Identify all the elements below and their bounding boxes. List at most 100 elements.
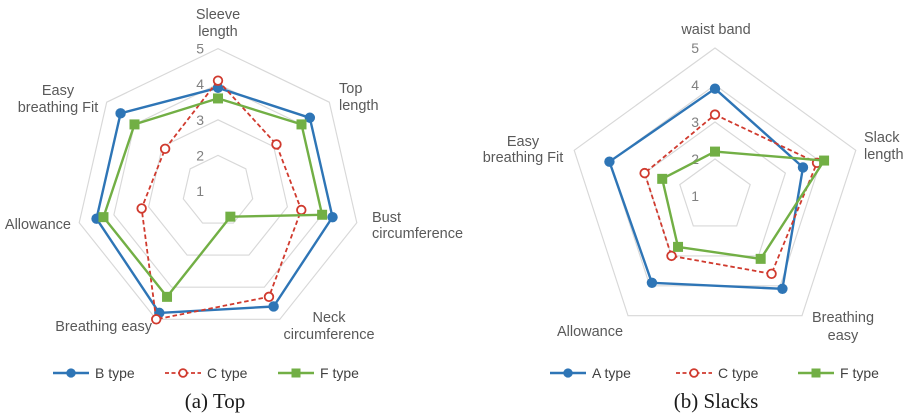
tick-label: 5 xyxy=(196,41,204,57)
data-point-marker xyxy=(766,268,777,280)
data-point-marker xyxy=(98,212,109,223)
data-point-marker xyxy=(646,277,658,289)
data-point-marker xyxy=(291,368,301,378)
data-point-marker xyxy=(136,203,147,214)
axis-label: Allowance xyxy=(5,217,71,233)
axis-label: easy xyxy=(828,328,859,344)
axis-label: breathing Fit xyxy=(483,150,564,166)
c-type-dashed-marker-icon xyxy=(676,368,712,378)
data-point-marker xyxy=(263,291,275,303)
axis-label: Neck xyxy=(312,310,346,326)
legend-label: F type xyxy=(320,365,359,381)
series-b-type xyxy=(91,82,338,319)
data-point-marker xyxy=(178,368,188,378)
data-point-marker xyxy=(811,368,821,378)
data-point-marker xyxy=(709,83,721,94)
series-line xyxy=(95,86,334,315)
tick-label: 5 xyxy=(691,40,699,56)
value-axis-tick-labels: 1 2 3 4 5 xyxy=(691,40,699,204)
axis-labels: waist bandSlacklengthBreathingeasyAllowa… xyxy=(483,22,904,344)
grid-ring xyxy=(643,121,787,257)
legend-item-f-type-slacks: F type xyxy=(797,363,879,383)
radar-chart-top: 12345SleevelengthToplengthBustcircumfere… xyxy=(5,7,463,343)
caption-top: (a) Top xyxy=(184,389,246,413)
axis-label: Sleeve xyxy=(196,7,240,23)
axis-label: Easy xyxy=(42,83,75,99)
series-line xyxy=(661,150,826,261)
data-point-marker xyxy=(151,314,162,325)
axis-label: Allowance xyxy=(557,324,623,340)
series-f-type xyxy=(657,146,830,264)
data-point-marker xyxy=(159,143,171,155)
axis-label: length xyxy=(339,98,379,114)
legend-label: F type xyxy=(840,365,879,381)
legend-item-a-type: A type xyxy=(549,363,631,383)
data-point-marker xyxy=(212,75,224,86)
c-type-dashed-marker-icon xyxy=(165,368,201,378)
data-point-marker xyxy=(296,119,307,130)
legend-label: C type xyxy=(207,365,248,381)
tick-label: 4 xyxy=(196,76,204,92)
axis-label: circumference xyxy=(283,327,374,343)
legend-item-c-type-slacks: C type xyxy=(675,363,758,383)
data-point-marker xyxy=(271,139,282,150)
data-point-marker xyxy=(268,301,279,312)
axis-label: Top xyxy=(339,81,362,97)
data-point-marker xyxy=(304,112,316,123)
axis-label: Breathing xyxy=(812,310,874,326)
tick-label: 3 xyxy=(691,114,699,130)
tick-label: 2 xyxy=(691,151,699,167)
axis-label: Bust xyxy=(372,210,401,226)
grid-ring xyxy=(182,154,254,224)
data-point-marker xyxy=(317,209,328,220)
data-point-marker xyxy=(666,250,677,262)
data-point-marker xyxy=(709,109,721,120)
data-point-marker xyxy=(755,253,766,264)
data-point-marker xyxy=(563,368,573,378)
grid-ring xyxy=(679,158,751,227)
tick-label: 2 xyxy=(196,147,204,163)
f-type-square-marker-icon xyxy=(278,368,314,378)
legend-item-c-type-top: C type xyxy=(164,363,247,383)
series-line xyxy=(643,113,818,275)
series-f-type xyxy=(98,93,328,302)
axis-labels: SleevelengthToplengthBustcircumferenceNe… xyxy=(5,7,463,343)
series-c-type xyxy=(136,75,307,325)
series-line xyxy=(102,97,324,298)
a-type-line-marker-icon xyxy=(550,368,586,378)
data-point-marker xyxy=(327,211,338,223)
data-point-marker xyxy=(710,146,720,157)
legend-item-f-type-top: F type xyxy=(277,363,359,383)
data-point-marker xyxy=(225,211,236,222)
series-line xyxy=(608,87,805,290)
axis-label: Breathing easy xyxy=(55,319,152,335)
grid-ring xyxy=(147,119,289,256)
data-point-marker xyxy=(819,155,830,166)
series-line xyxy=(140,79,303,321)
axis-label: length xyxy=(864,147,904,163)
data-point-marker xyxy=(777,283,788,294)
grid-ring xyxy=(573,47,857,317)
axis-label: length xyxy=(198,24,238,40)
data-point-marker xyxy=(639,167,650,179)
legend-label: A type xyxy=(592,365,631,381)
data-point-marker xyxy=(213,93,223,104)
data-point-marker xyxy=(797,162,809,173)
data-point-marker xyxy=(604,156,615,167)
axis-label: Easy xyxy=(507,134,540,150)
tick-label: 4 xyxy=(691,77,699,93)
data-point-marker xyxy=(673,241,684,252)
data-point-marker xyxy=(129,119,140,130)
axis-label: breathing Fit xyxy=(18,100,99,116)
grid-ring xyxy=(78,47,358,320)
legend-item-b-type: B type xyxy=(52,363,135,383)
tick-label: 1 xyxy=(691,188,699,204)
axis-label: Slack xyxy=(864,130,900,146)
data-point-marker xyxy=(66,368,76,378)
legend-label: C type xyxy=(718,365,759,381)
tick-label: 3 xyxy=(196,112,204,128)
